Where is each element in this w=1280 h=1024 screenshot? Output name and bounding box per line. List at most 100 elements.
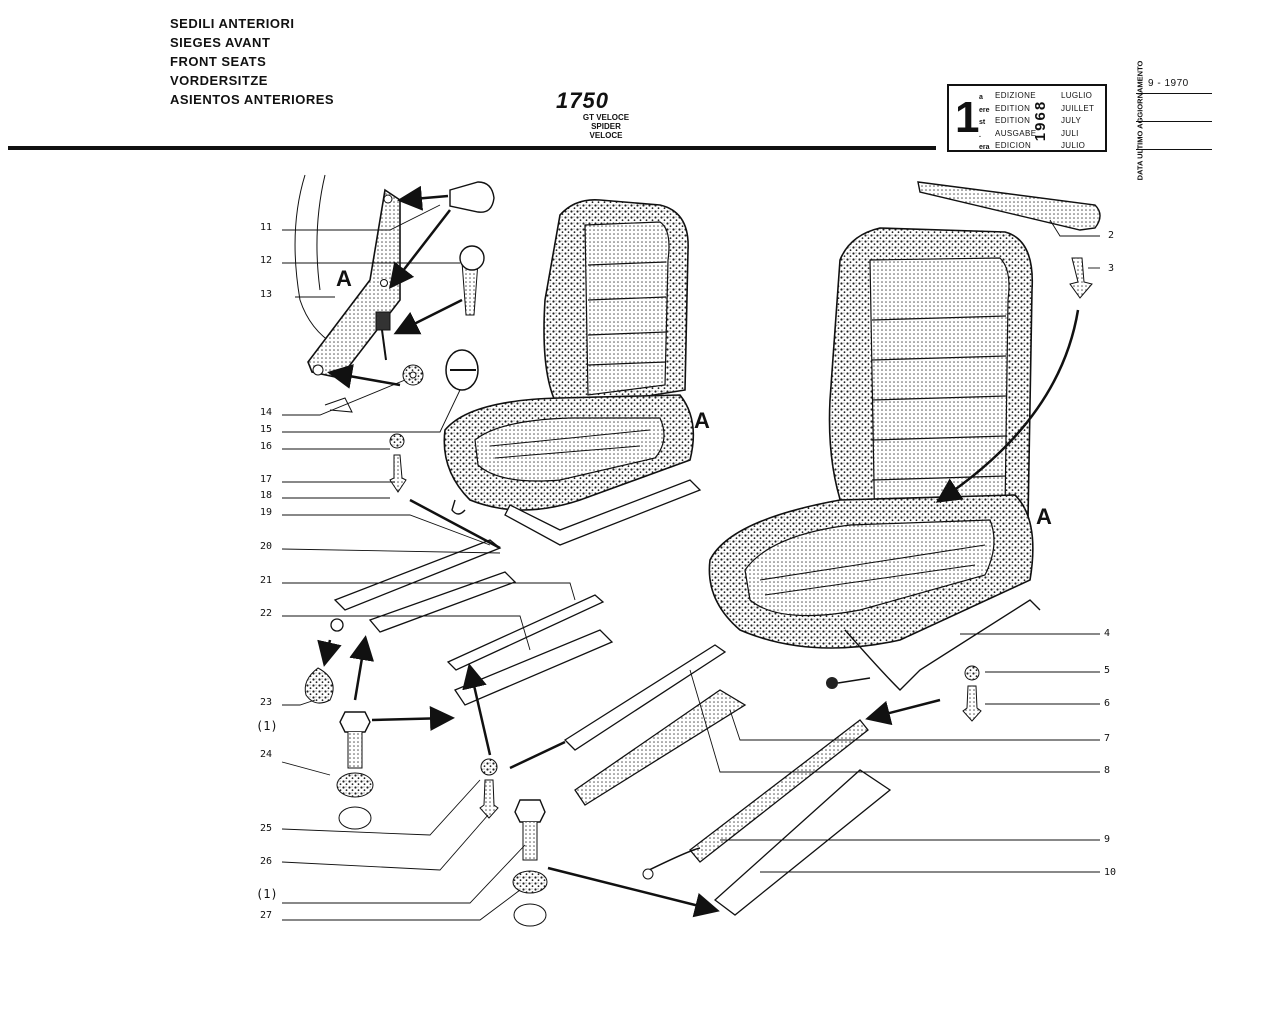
knob-23 — [304, 667, 334, 704]
callout-label: 9 — [1104, 834, 1111, 845]
callout-label: 13 — [260, 289, 273, 300]
callout-label: 8 — [1104, 765, 1111, 776]
edition-word: EDIZIONE — [995, 91, 1036, 100]
right-seat-a-marker: A — [1036, 504, 1052, 529]
update-date: 9 - 1970 — [1148, 78, 1189, 89]
bolt-12-shank — [461, 261, 479, 316]
bracket-hole — [312, 364, 324, 376]
edition-words: EDIZIONE EDITION EDITION AUSGABE EDICION — [995, 90, 1036, 153]
bushing-27b — [513, 903, 547, 927]
callout-label: 2 — [1108, 230, 1115, 241]
callout-label: (1) — [256, 719, 278, 733]
arrow — [371, 706, 455, 732]
edition-month: JULY — [1061, 116, 1082, 125]
edition-month: JULIO — [1061, 141, 1086, 150]
right-cushion-face — [744, 519, 995, 617]
callout-label: 17 — [260, 474, 273, 485]
callout-label: 24 — [260, 749, 273, 760]
bolt-1-shank — [347, 732, 363, 769]
bracket-hole — [380, 279, 388, 287]
callout-label: 22 — [260, 608, 273, 619]
edition-suffixes: a ere st . era — [979, 92, 990, 155]
callout-label: 26 — [260, 856, 273, 867]
stud-17 — [389, 454, 407, 493]
edition-month: JUILLET — [1061, 103, 1095, 113]
edition-suffix: ere — [979, 106, 990, 114]
bushing-27a — [512, 870, 548, 894]
screw-3 — [1069, 257, 1093, 299]
header-rule — [8, 146, 936, 150]
washer-25 — [480, 758, 498, 776]
title-italian: SEDILI ANTERIORI — [170, 16, 295, 31]
arrow — [388, 209, 451, 289]
edition-suffix: st — [979, 119, 986, 126]
washer-16 — [389, 433, 405, 449]
edition-word: EDICION — [995, 141, 1032, 150]
detail-a-inset — [294, 174, 401, 413]
callout-label: 20 — [260, 541, 273, 552]
model-variant-spider: SPIDER VELOCE — [589, 122, 623, 140]
callout-label: 15 — [260, 424, 273, 435]
model-variant-gt: GT VELOCE — [582, 113, 630, 122]
rail-8 — [563, 644, 727, 751]
arrow — [349, 635, 375, 701]
callout-label: 11 — [260, 222, 273, 233]
callout-label: 19 — [260, 507, 273, 518]
callout-label: 12 — [260, 255, 273, 266]
callout-label: 6 — [1104, 698, 1111, 709]
update-line — [1136, 93, 1212, 94]
detail-a-marker: A — [336, 266, 352, 291]
edition-month: LUGLIO — [1061, 91, 1093, 100]
callout-label: 7 — [1104, 733, 1111, 744]
bracket-lever — [375, 311, 391, 331]
update-line — [1136, 149, 1212, 150]
rail-22 — [454, 629, 614, 706]
bushing-25 — [338, 806, 372, 830]
left-seat-a-marker: A — [694, 408, 710, 433]
left-seat-runner — [504, 479, 702, 546]
edition-months: LUGLIO JUILLET JULY JULI JULIO — [1061, 90, 1094, 153]
title-spanish: ASIENTOS ANTERIORES — [170, 92, 335, 107]
arrow — [397, 185, 449, 211]
stud-6 — [962, 685, 982, 722]
rail-9 — [689, 719, 869, 863]
bolt-1-head — [339, 711, 371, 733]
left-seat — [443, 198, 702, 546]
rail-21 — [446, 594, 605, 671]
title-block: SEDILI ANTERIORI SIEGES AVANT FRONT SEAT… — [170, 14, 334, 109]
title-french: SIEGES AVANT — [170, 35, 271, 50]
bolt-11 — [449, 181, 495, 213]
callout-label: 14 — [260, 407, 273, 418]
callout-label: 23 — [260, 697, 273, 708]
edition-suffix: . — [979, 131, 981, 139]
title-german: VORDERSITZE — [170, 73, 268, 88]
title-english: FRONT SEATS — [170, 54, 267, 69]
arrow — [409, 498, 501, 550]
bolt-12-head — [459, 245, 485, 271]
arrow — [327, 364, 401, 389]
callout-label: 10 — [1104, 867, 1117, 878]
callout-label: 27 — [260, 910, 273, 921]
arrow — [509, 740, 566, 770]
arrow — [317, 639, 342, 667]
bushing-24 — [336, 772, 374, 798]
edition-word: EDITION — [995, 103, 1031, 113]
washer-5 — [964, 665, 980, 681]
callout-label: 18 — [260, 490, 273, 501]
right-seat — [708, 227, 1041, 691]
arrow — [393, 298, 463, 335]
edition-suffix: era — [979, 144, 990, 151]
callout-label: 25 — [260, 823, 273, 834]
edition-number: 1 — [955, 93, 980, 142]
right-backrest-face — [869, 257, 1010, 541]
arrow — [462, 663, 492, 756]
callout-label: (1) — [256, 887, 278, 901]
inset-curve-inner — [316, 174, 326, 291]
callout-label: 4 — [1104, 628, 1111, 639]
bolt-27-head — [514, 799, 546, 823]
bracket-pin — [381, 329, 387, 361]
hardware-detail-top — [327, 181, 495, 391]
edition-word: AUSGABE — [995, 128, 1037, 138]
inset-foot — [324, 397, 353, 413]
